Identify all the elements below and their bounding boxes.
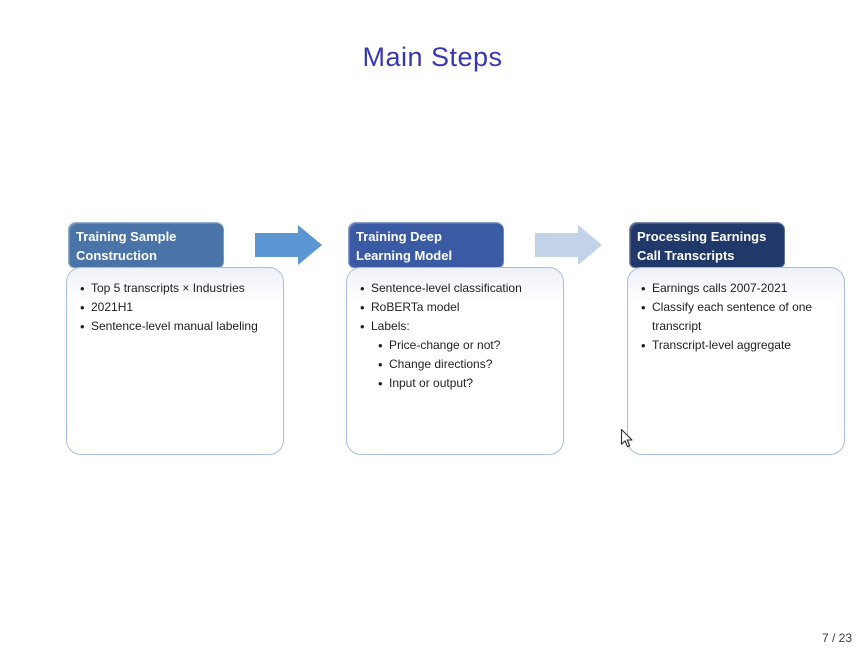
step-header: Processing Earnings Call Transcripts	[629, 222, 785, 268]
step-header: Training Sample Construction	[68, 222, 224, 268]
flow-arrow-icon	[535, 225, 602, 265]
step-body: Top 5 transcripts × Industries 2021H1 Se…	[66, 267, 284, 455]
bullet-item: Input or output?	[378, 374, 561, 393]
sub-bullet-list: Price-change or not? Change directions? …	[378, 336, 561, 393]
bullet-item: RoBERTa model	[360, 298, 561, 317]
bullet-list: Earnings calls 2007-2021 Classify each s…	[641, 279, 842, 355]
bullet-item: Price-change or not?	[378, 336, 561, 355]
step-body: Earnings calls 2007-2021 Classify each s…	[627, 267, 845, 455]
page-title: Main Steps	[362, 42, 503, 72]
flow-arrow-icon	[255, 225, 322, 265]
bullet-item: Classify each sentence of one transcript	[641, 298, 842, 336]
page-number: 7 / 23	[821, 631, 852, 645]
bullet-item: Sentence-level classification	[360, 279, 561, 298]
bullet-item: Labels: Price-change or not? Change dire…	[360, 317, 561, 393]
step-training-sample-construction: Training Sample Construction Top 5 trans…	[66, 222, 284, 456]
step-body: Sentence-level classification RoBERTa mo…	[346, 267, 564, 455]
bullet-item: Sentence-level manual labeling	[80, 317, 281, 336]
bullet-list: Top 5 transcripts × Industries 2021H1 Se…	[80, 279, 281, 336]
step-processing-earnings-call-transcripts: Processing Earnings Call Transcripts Ear…	[627, 222, 845, 456]
bullet-item: 2021H1	[80, 298, 281, 317]
bullet-item: Earnings calls 2007-2021	[641, 279, 842, 298]
step-training-deep-learning-model: Training Deep Learning Model Sentence-le…	[346, 222, 564, 456]
mouse-cursor-icon	[620, 428, 633, 448]
bullet-item: Change directions?	[378, 355, 561, 374]
bullet-item: Top 5 transcripts × Industries	[80, 279, 281, 298]
step-header: Training Deep Learning Model	[348, 222, 504, 268]
bullet-item: Transcript-level aggregate	[641, 336, 842, 355]
bullet-list: Sentence-level classification RoBERTa mo…	[360, 279, 561, 393]
